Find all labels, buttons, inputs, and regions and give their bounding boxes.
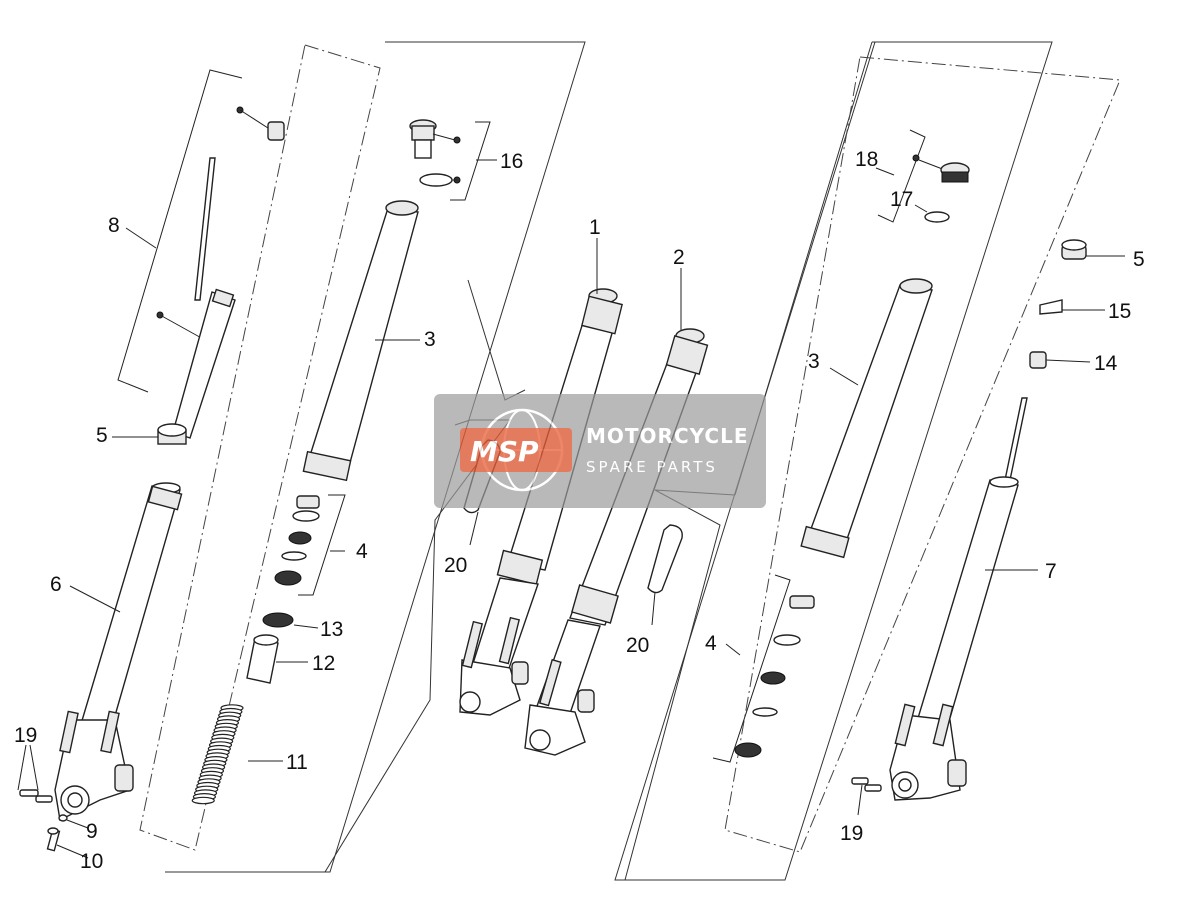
callout-c13: 13 (320, 618, 343, 641)
callout-c4b: 4 (705, 632, 717, 655)
fork-cap-18 (912, 154, 970, 223)
watermark-logo: MSP (470, 435, 539, 468)
callout-c1: 1 (589, 216, 601, 239)
bracket-4b (712, 574, 791, 763)
callout-c6: 6 (50, 573, 62, 596)
inner-tube-7 (889, 397, 1028, 801)
callout-c9: 9 (86, 820, 98, 843)
screw-10-icon (46, 827, 61, 852)
spring-11 (191, 704, 244, 805)
callout-c3a: 3 (424, 328, 436, 351)
callout-c17: 17 (890, 188, 913, 211)
callout-c7: 7 (1045, 560, 1057, 583)
seals-4-left (274, 495, 320, 586)
ring-13-icon (262, 612, 294, 628)
washer-9-icon (58, 814, 68, 822)
axis-box-left (139, 44, 381, 851)
callout-c3b: 3 (808, 350, 820, 373)
callout-c12: 12 (312, 652, 335, 675)
watermark-title: MOTORCYCLE (586, 424, 748, 448)
outer-tube-3-right (800, 278, 933, 559)
nut-icon (267, 121, 285, 141)
sleeve-12-icon (246, 634, 279, 684)
watermark-subtitle: SPARE PARTS (586, 458, 718, 476)
callout-c4a: 4 (356, 540, 368, 563)
nut-14-icon (1029, 351, 1047, 369)
callout-c16: 16 (500, 150, 523, 173)
axis-box-right (724, 56, 1121, 853)
inner-tube-6 (77, 482, 183, 741)
frame-center-2 (624, 489, 736, 881)
msp-logo (460, 428, 572, 472)
callout-c15: 15 (1108, 300, 1131, 323)
callout-c18: 18 (855, 148, 878, 171)
washer-15-icon (1039, 299, 1063, 315)
bracket-4a (298, 494, 346, 596)
bracket-18 (877, 129, 926, 223)
callout-c2: 2 (673, 246, 685, 269)
bolts-19-right (851, 777, 882, 792)
bracket-16 (450, 121, 491, 201)
outer-tube-3-left (302, 200, 419, 482)
callout-c5a: 5 (96, 424, 108, 447)
callout-c10: 10 (80, 850, 103, 873)
callout-c11: 11 (286, 751, 308, 774)
callout-c20b: 20 (626, 634, 649, 657)
callout-c5b: 5 (1133, 248, 1145, 271)
seals-4-right (734, 595, 815, 758)
watermark: MSP MOTORCYCLE SPARE PARTS (434, 394, 766, 508)
bolts-19-left (19, 789, 53, 803)
fork-foot-left (54, 710, 134, 822)
callout-c20a: 20 (444, 554, 467, 577)
callout-c19a: 19 (14, 724, 37, 747)
callout-c19b: 19 (840, 822, 863, 845)
damper-cartridge (172, 157, 236, 439)
guard-20-b (647, 524, 683, 594)
callout-c8: 8 (108, 214, 120, 237)
spacer-5-right (1061, 239, 1087, 260)
bracket-8 (117, 69, 243, 393)
fork-cap-16 (409, 119, 461, 187)
callout-c14: 14 (1094, 352, 1118, 375)
frame-center (467, 279, 526, 401)
